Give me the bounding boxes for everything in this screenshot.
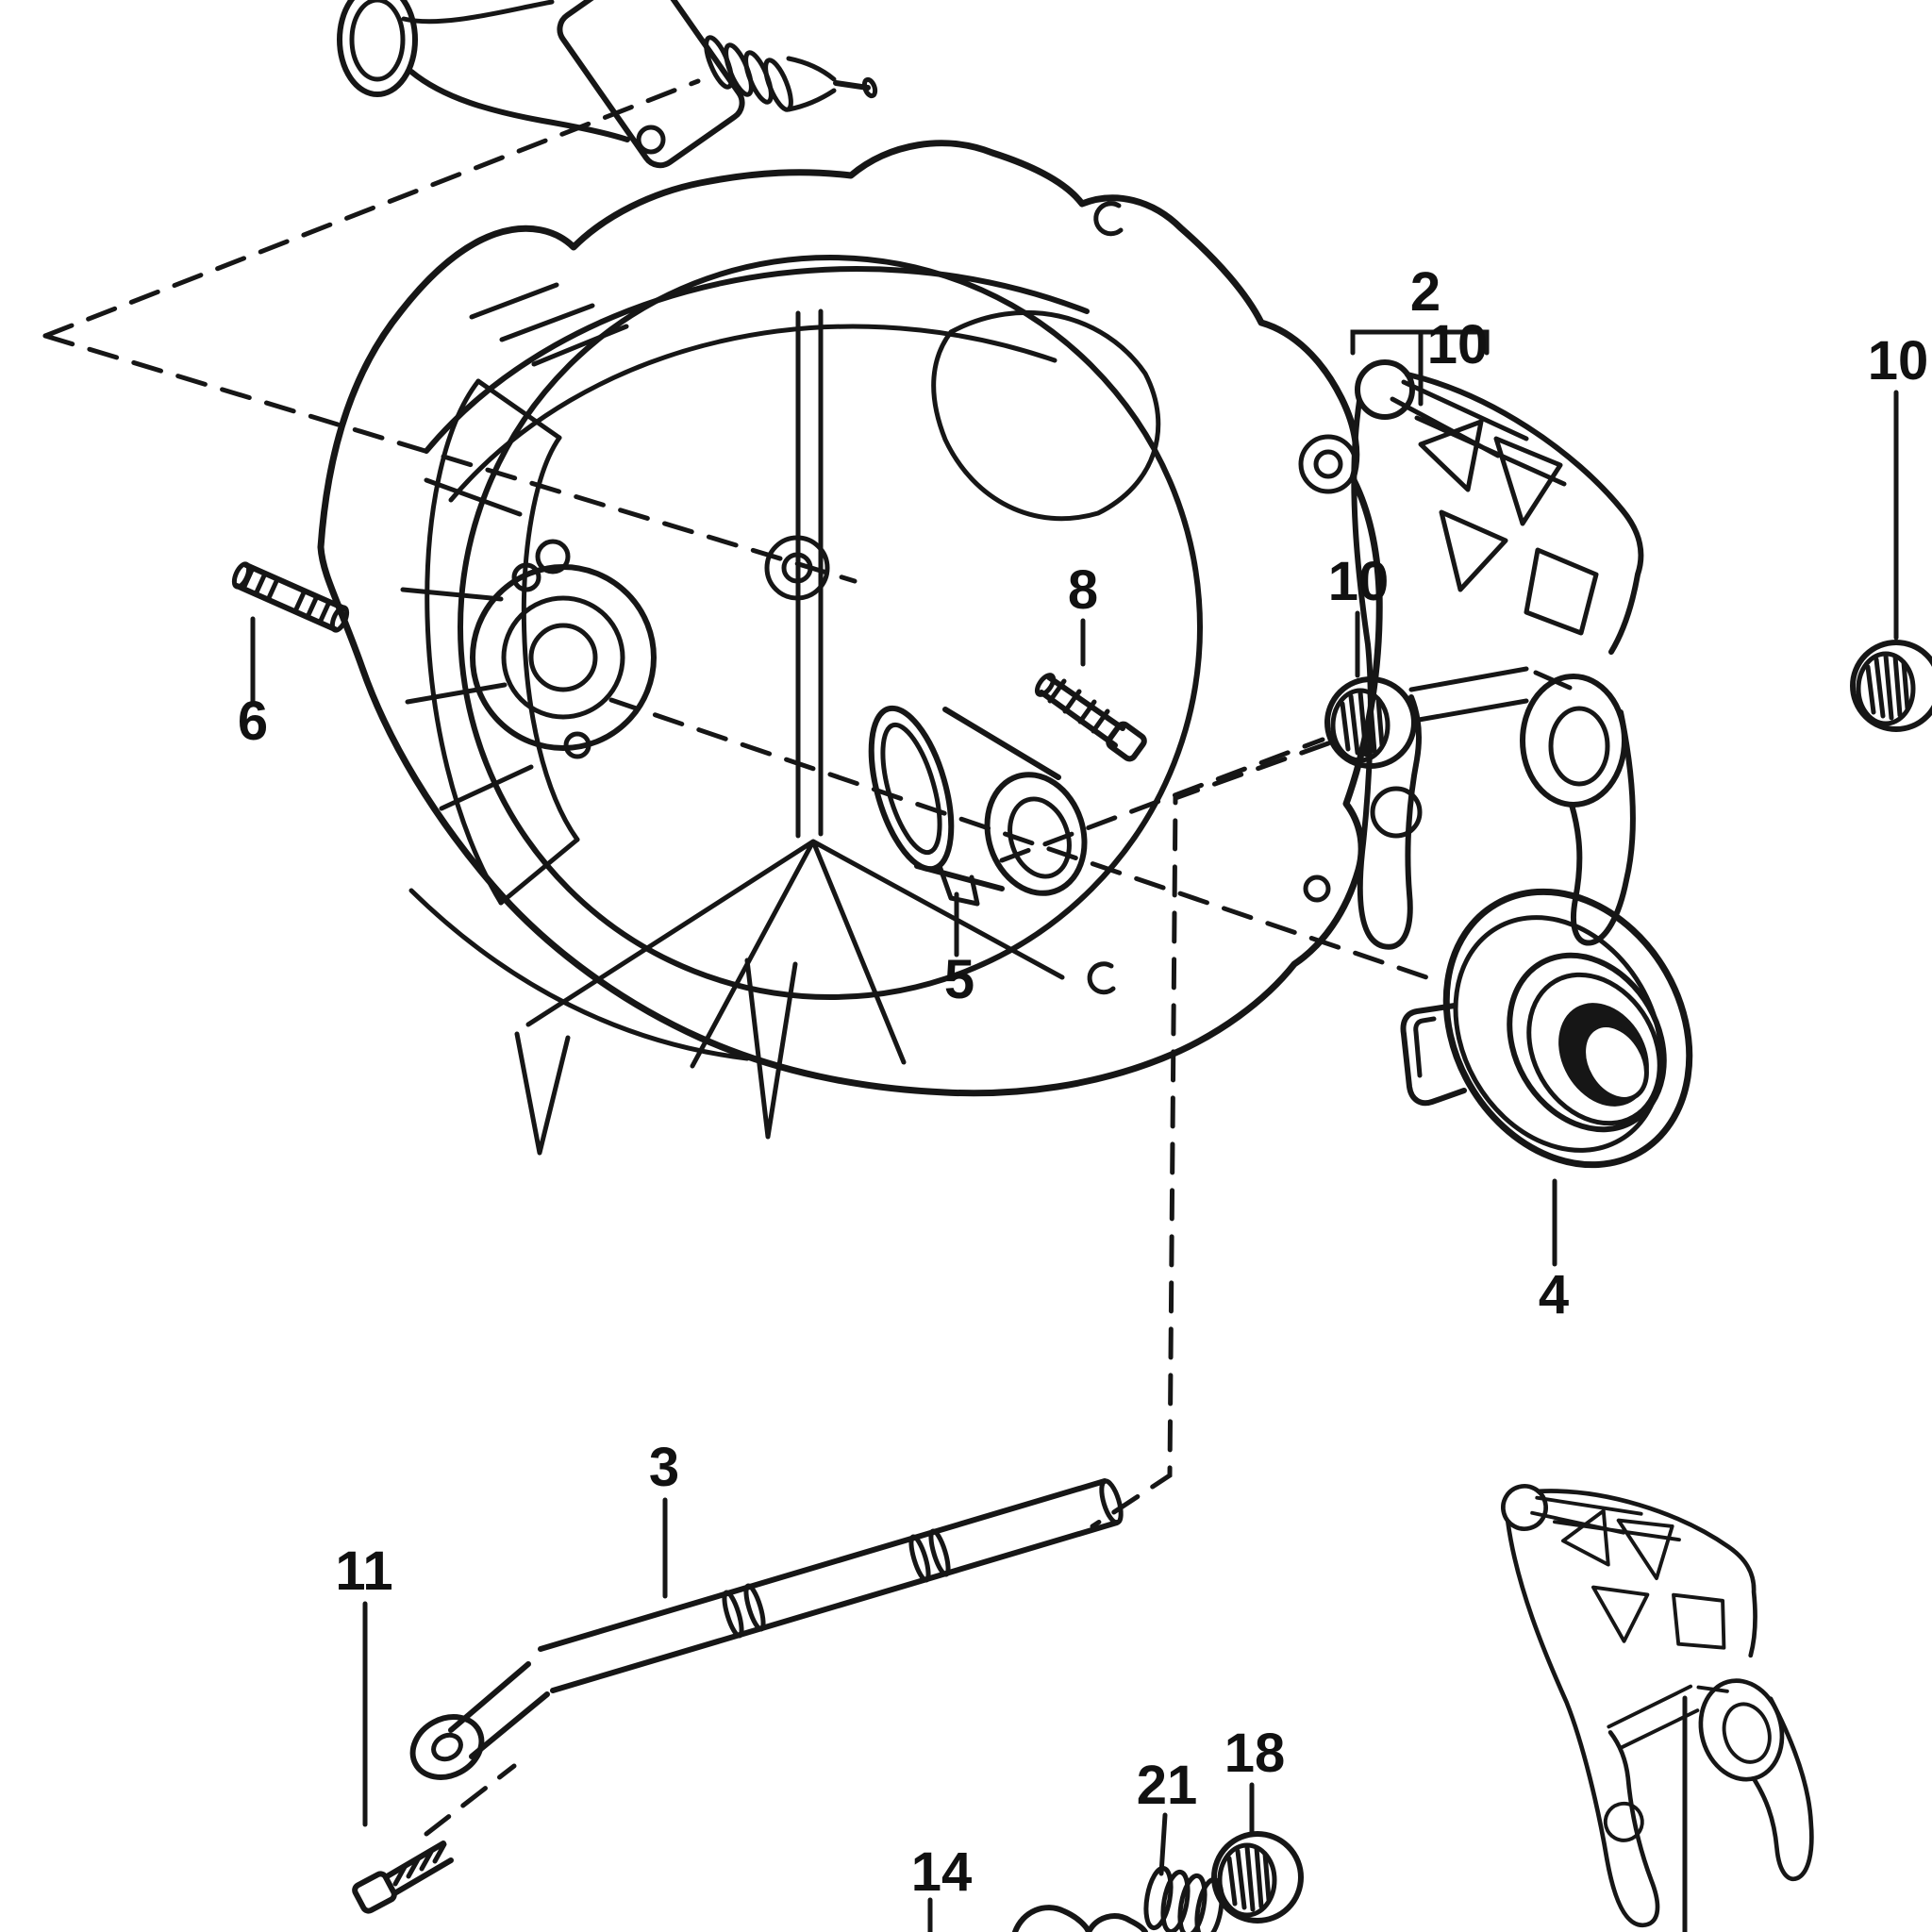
bearing-retainer-flange (470, 562, 657, 759)
shaft-clamp-lever (409, 1661, 550, 1780)
callout-5: 5 (944, 949, 974, 1010)
callout-10-right: 10 (1868, 330, 1929, 391)
callout-6: 6 (238, 691, 268, 752)
screw-8 (1034, 673, 1147, 762)
callout-4: 4 (1539, 1264, 1569, 1325)
callout-21: 21 (1137, 1755, 1198, 1816)
callout-8: 8 (1068, 559, 1098, 621)
top-arch (424, 266, 1090, 601)
needle-bearing-10-right (1853, 642, 1932, 729)
callout-labels: 2 10 10 10 4 5 6 8 3 11 14 18 21 (238, 261, 1928, 1903)
callout-leaders (250, 329, 1899, 1932)
callout-11: 11 (335, 1541, 392, 1602)
release-lever-shaft-3 (409, 1478, 1124, 1780)
assembly-dashed-lines (42, 78, 1441, 1837)
housing-bolt-ears (1087, 201, 1358, 995)
callout-18: 18 (1224, 1723, 1286, 1784)
callout-14: 14 (911, 1841, 973, 1903)
stud-bolt-6 (231, 561, 350, 633)
bottom-cutoff-part (1012, 1905, 1148, 1932)
release-fork-lower (1495, 1432, 1836, 1932)
coil-spring-21 (1143, 1865, 1224, 1932)
rim-ribs (400, 378, 580, 906)
bell-housing (317, 140, 1383, 1156)
release-bearing-4 (1400, 888, 1693, 1169)
top-opening (931, 309, 1161, 522)
release-fork-upper (1354, 362, 1641, 947)
interior-ribs (514, 308, 1065, 1156)
guide-tube-5 (868, 705, 1088, 907)
callout-2-sub-10: 10 (1427, 314, 1489, 375)
needle-bearing-18 (1214, 1834, 1301, 1921)
callout-10-middle: 10 (1328, 551, 1390, 612)
callout-3: 3 (649, 1437, 679, 1498)
callout-2: 2 (1410, 261, 1441, 323)
pushrod (704, 35, 878, 112)
clamp-bolt-11 (352, 1840, 454, 1914)
slave-cylinder (337, 0, 878, 169)
